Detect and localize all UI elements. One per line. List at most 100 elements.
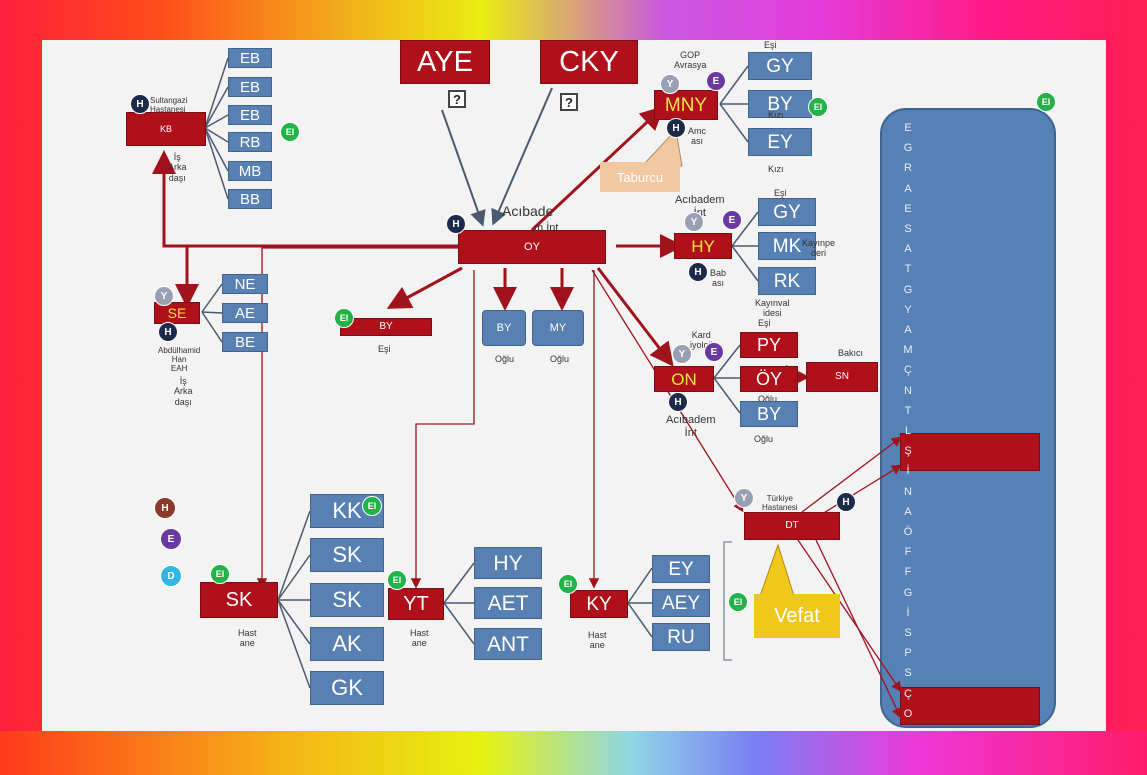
letter-item: S: [904, 667, 912, 680]
kb-child: RB: [228, 132, 272, 152]
legend-d-badge: D: [160, 565, 182, 587]
diagram-canvas: AYE CKY ? ? Acıbade m İnt OY H Sultangaz…: [42, 40, 1106, 731]
taburcu-tag: Taburcu: [600, 162, 680, 192]
el-badge: El: [1036, 92, 1056, 112]
el-badge: El: [210, 564, 230, 584]
e-badge: E: [722, 210, 742, 230]
y-badge: Y: [684, 212, 704, 232]
sk-box: SK: [200, 582, 278, 618]
mny-location: GOP Avrasya: [674, 50, 707, 71]
son-box: MY: [532, 310, 584, 346]
aye-box: AYE: [400, 40, 490, 84]
letter-item: A: [904, 505, 912, 518]
kb-location: Sultangazi: [150, 96, 188, 105]
letter-item: F: [904, 566, 912, 579]
on-box: ON: [654, 366, 714, 392]
letter-item: A: [904, 243, 912, 256]
hy-child: MK: [758, 232, 816, 260]
letter-item: M: [903, 344, 913, 357]
hy-child: RK: [758, 267, 816, 295]
y-badge: Y: [154, 286, 174, 306]
sk-child: GK: [310, 671, 384, 705]
kb-box: KB: [126, 112, 206, 146]
on-child: PY: [740, 332, 798, 358]
hy-child-label: Kayınpe deri: [802, 238, 836, 259]
se-child: AE: [222, 303, 268, 323]
e-badge: E: [704, 342, 724, 362]
letter-item: İ: [906, 465, 910, 478]
y-badge: Y: [660, 74, 680, 94]
letter-item: G: [903, 142, 913, 155]
letter-item: İ: [906, 606, 910, 619]
letter-item: P: [904, 647, 912, 660]
legend-h-badge: H: [154, 497, 176, 519]
el-badge: El: [362, 496, 382, 516]
letter-item: O: [903, 707, 913, 720]
highlight-box-lower: [900, 687, 1040, 725]
letter-item: M: [901, 728, 915, 731]
se-box: SE: [154, 302, 200, 324]
letter-item: A: [904, 324, 912, 336]
el-badge: El: [280, 122, 300, 142]
yt-child: AET: [474, 587, 542, 619]
letter-item: R: [904, 162, 912, 175]
letter-item: N: [904, 384, 912, 397]
hy-child-label: Eşi: [774, 188, 787, 198]
h-badge: H: [158, 322, 178, 342]
sk-child: SK: [310, 583, 384, 617]
letter-item: S: [904, 223, 912, 235]
letter-item: T: [904, 404, 912, 417]
hy-role: Bab ası: [710, 268, 727, 289]
kb-child: EB: [228, 105, 272, 125]
dt-location: Türkiye Hastanesi: [762, 494, 798, 513]
on-child: ÖY: [740, 366, 798, 392]
letter-item: E: [904, 202, 912, 215]
ky-label: Hast ane: [588, 630, 607, 651]
ky-child: RU: [652, 623, 710, 651]
se-role: İş Arka daşı: [174, 376, 193, 407]
letter-item: Ş: [904, 445, 912, 458]
hy-child-label: Kayınval idesi: [755, 298, 790, 319]
h-badge: H: [130, 94, 150, 114]
caretaker-label: Bakıcı: [838, 348, 864, 358]
ky-child: EY: [652, 555, 710, 583]
son-label: Oğlu: [495, 354, 515, 364]
yt-box: YT: [388, 588, 444, 620]
el-badge: El: [558, 574, 578, 594]
sk-label: Hast ane: [238, 628, 257, 649]
h-badge: H: [666, 118, 686, 138]
decorative-gradient-band: [0, 731, 1147, 775]
ky-child: AEY: [652, 589, 710, 617]
h-badge: H: [836, 492, 856, 512]
on-child-label: Eşi: [758, 318, 771, 328]
kb-child: MB: [228, 161, 272, 181]
letter-item: N: [904, 485, 912, 498]
h-badge: H: [688, 262, 708, 282]
sk-child: SK: [310, 538, 384, 572]
ky-box: KY: [570, 590, 628, 618]
by-wife-box: BY: [340, 318, 432, 336]
letter-item: Y: [904, 303, 912, 316]
yt-label: Hast ane: [410, 628, 429, 649]
se-child: BE: [222, 332, 268, 352]
letter-column: [880, 108, 1056, 728]
legend-e-badge: E: [160, 528, 182, 550]
on-child-label: Oğlu: [758, 394, 778, 404]
hy-child: GY: [758, 198, 816, 226]
letter-item: E: [904, 122, 912, 134]
letter-item: F: [904, 546, 912, 559]
el-badge: El: [808, 97, 828, 117]
yt-child: HY: [474, 547, 542, 579]
mny-child-label: Kızı: [768, 164, 784, 174]
dt-box: DT: [744, 512, 840, 540]
kb-child: EB: [228, 77, 272, 97]
se-location: Abdülhamid Han EAH: [158, 346, 201, 374]
kb-child: EB: [228, 48, 272, 68]
son-box: BY: [482, 310, 526, 346]
letter-item: T: [904, 263, 912, 276]
el-badge: El: [387, 570, 407, 590]
letter-item: Ö: [903, 526, 913, 538]
letter-item: S: [904, 627, 912, 639]
mny-child: GY: [748, 52, 812, 80]
letter-item: G: [903, 586, 913, 599]
